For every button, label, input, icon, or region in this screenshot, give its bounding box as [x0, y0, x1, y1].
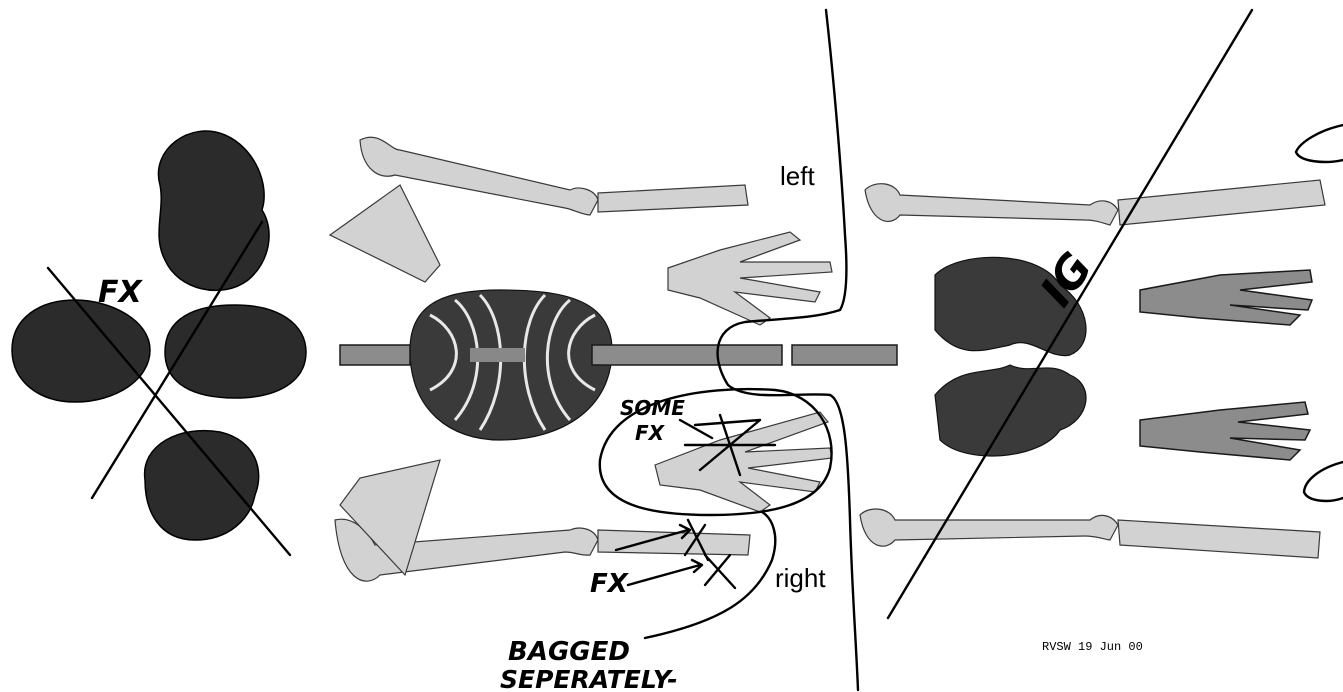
- right-leg: [860, 402, 1320, 558]
- document-stamp: RVSW 19 Jun 00: [1042, 640, 1143, 654]
- skull-fx-label: FX: [98, 275, 143, 310]
- skull-front-view: [165, 305, 306, 398]
- right-foot: [1140, 402, 1310, 460]
- left-arm: [330, 137, 832, 325]
- pelvis-lower: [935, 365, 1086, 456]
- bagged-label-line1: BAGGED: [508, 637, 630, 667]
- right-side-label: right: [775, 563, 826, 593]
- skull-left-view: [12, 300, 150, 402]
- left-scapula: [330, 185, 440, 282]
- left-foot: [1140, 270, 1312, 325]
- skull-top-view: [158, 131, 269, 290]
- some-fx-label-line1: SOME: [620, 396, 685, 420]
- left-tibia-fibula: [1118, 180, 1325, 225]
- some-fx-label-line2: FX: [635, 421, 666, 445]
- left-hand: [668, 232, 832, 325]
- ribcage: [410, 290, 612, 440]
- bagged-label-line2: SEPERATELY-: [500, 665, 678, 692]
- skull-views: [12, 131, 306, 540]
- cervical-spine: [340, 345, 410, 365]
- sacrum-spine: [792, 345, 897, 365]
- edge-oval-top: [1296, 125, 1343, 162]
- right-tibia-fibula: [1118, 520, 1320, 558]
- right-arm: [335, 412, 832, 581]
- left-femur: [865, 184, 1118, 225]
- edge-oval-bottom: [1304, 462, 1343, 501]
- forearm-fx-label: FX: [590, 569, 630, 599]
- skull-bottom-view: [145, 431, 259, 540]
- left-side-label: left: [780, 161, 815, 191]
- left-forearm: [598, 185, 748, 212]
- left-leg: [865, 180, 1325, 325]
- sternum: [470, 348, 525, 362]
- thoracic-lumbar-spine: [592, 345, 782, 365]
- right-femur: [860, 509, 1118, 546]
